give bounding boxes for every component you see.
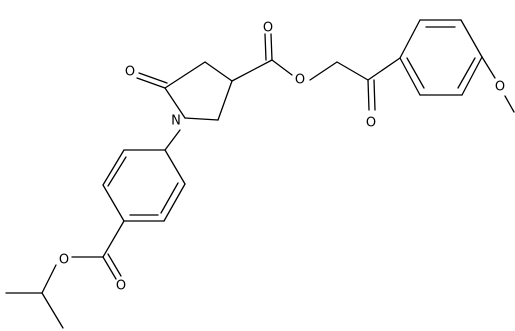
bond	[102, 149, 125, 186]
bond	[460, 19, 483, 58]
bond	[138, 72, 168, 84]
bond	[367, 57, 401, 81]
bond	[107, 253, 122, 277]
bond	[367, 79, 370, 111]
atom-label-o: O	[263, 21, 273, 36]
bond	[399, 19, 421, 59]
bond	[41, 264, 57, 294]
bond	[107, 156, 127, 187]
bond	[271, 59, 293, 76]
bond	[270, 33, 273, 61]
bond	[461, 56, 483, 96]
bond	[136, 77, 166, 89]
bond	[160, 182, 179, 214]
bond	[102, 256, 117, 280]
atom-label-o: O	[125, 65, 135, 80]
bond	[41, 292, 64, 329]
bond	[406, 57, 425, 89]
bond	[164, 129, 181, 151]
bond	[164, 149, 186, 185]
bond	[217, 80, 233, 121]
bond	[457, 57, 476, 89]
bond	[373, 79, 376, 111]
atom-label-o: O	[295, 73, 305, 88]
bond	[184, 117, 219, 121]
bond	[102, 220, 125, 258]
bond	[309, 61, 338, 81]
bond	[504, 95, 515, 113]
bond	[102, 184, 125, 222]
bond	[164, 61, 206, 89]
atom-label-o: O	[495, 80, 505, 95]
atom-label-n: N	[171, 114, 181, 129]
bond	[264, 33, 267, 61]
bond	[399, 57, 421, 96]
atom-label-o: O	[116, 279, 126, 294]
bond	[336, 61, 369, 81]
bond	[204, 61, 233, 82]
bond	[481, 56, 496, 79]
bond	[163, 183, 186, 222]
atom-label-o: O	[59, 253, 69, 268]
bond	[164, 87, 186, 119]
bond	[231, 59, 273, 82]
atom-label-o: O	[366, 116, 376, 131]
